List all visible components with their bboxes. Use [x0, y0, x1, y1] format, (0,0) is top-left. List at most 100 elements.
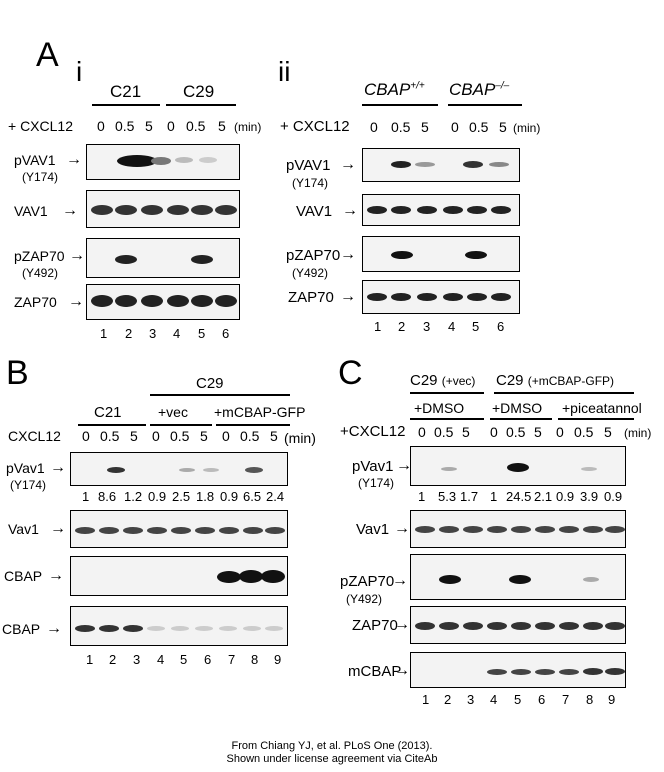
lane-number: 4: [448, 319, 456, 334]
time-label: 5: [534, 424, 542, 440]
a-ii-group-cbap-ko: CBAP–/–: [449, 80, 510, 99]
c-top-group-c29-vec: C29 (+vec): [410, 372, 476, 389]
c-blot-label-mcbap: mCBAP: [348, 663, 402, 680]
a-ii-blot-vav1: [362, 194, 520, 226]
quant-value: 0.9: [556, 489, 575, 504]
time-label: 0: [370, 119, 378, 135]
quant-value: 5.3: [438, 489, 457, 504]
b-blot-label-vav1: Vav1: [8, 521, 39, 537]
arrow-icon: →: [50, 459, 66, 476]
c-blot-zap70: [410, 606, 626, 644]
time-label: 0.5: [574, 424, 594, 440]
arrow-icon: →: [392, 572, 408, 589]
time-label: 5: [218, 118, 226, 134]
arrow-icon: →: [340, 288, 356, 305]
c-group-dmso-1: +DMSO: [414, 400, 465, 416]
a-ii-blot-label-vav1: VAV1: [296, 203, 333, 220]
lane-number: 3: [133, 652, 141, 667]
time-label: 0: [152, 428, 160, 444]
lane-number: 1: [374, 319, 382, 334]
b-top-group: C29: [196, 375, 224, 392]
arrow-icon: →: [394, 520, 410, 537]
a-ii-blot-label-pzap70: pZAP70: [286, 247, 341, 264]
a-i-blot-sub-pzap70: (Y492): [22, 266, 59, 280]
time-label: 5: [462, 424, 470, 440]
c-blot-vav1: [410, 510, 626, 548]
arrow-icon: →: [48, 567, 64, 584]
arrow-icon: →: [50, 520, 66, 537]
time-label: 5: [499, 119, 507, 135]
panel-c-letter: C: [338, 354, 363, 392]
c-group-line-2: [490, 418, 552, 420]
a-i-blot-vav1: [86, 190, 240, 228]
c-cxcl12-label: +CXCL12: [340, 423, 406, 440]
a-i-group-line-c29: [166, 104, 236, 106]
b-blot-vav1: [70, 510, 288, 548]
time-label: 0: [82, 428, 90, 444]
time-label: 0.5: [391, 119, 411, 135]
arrow-icon: →: [62, 202, 78, 219]
lane-number: 6: [204, 652, 212, 667]
panel-a-i-label: i: [76, 56, 83, 87]
b-blot-cbap-1: [70, 556, 288, 596]
c-group-line-3: [558, 418, 634, 420]
a-ii-blot-pzap70: [362, 236, 520, 272]
a-i-cxcl12-label: + CXCL12: [8, 118, 73, 134]
time-label: 0.5: [186, 118, 206, 134]
b-group-mcbap: +mCBAP-GFP: [214, 404, 306, 420]
a-i-blot-label-zap70: ZAP70: [14, 294, 57, 310]
b-blot-pvav1: [70, 452, 288, 486]
quant-value: 1: [418, 489, 426, 504]
c-blot-label-vav1: Vav1: [356, 521, 390, 538]
arrow-icon: →: [66, 151, 82, 168]
a-i-blot-zap70: [86, 284, 240, 320]
quant-value: 0.9: [604, 489, 623, 504]
b-group-line-mcbap: [216, 424, 290, 426]
time-label: 0: [490, 424, 498, 440]
lane-number: 1: [100, 326, 108, 341]
a-i-blot-sub-pvav1: (Y174): [22, 170, 59, 184]
lane-number: 1: [86, 652, 94, 667]
time-unit: (min): [234, 120, 262, 134]
a-ii-group-cbap-wt: CBAP+/+: [364, 80, 425, 99]
lane-number: 8: [586, 692, 594, 707]
time-label: 0: [451, 119, 459, 135]
quant-value: 24.5: [506, 489, 532, 504]
c-blot-label-pzap70: pZAP70: [340, 573, 395, 590]
c-blot-pvav1: [410, 446, 626, 486]
a-ii-cxcl12-label: + CXCL12: [280, 118, 350, 135]
lane-number: 3: [423, 319, 431, 334]
quant-value: 0.9: [220, 489, 239, 504]
lane-number: 9: [274, 652, 282, 667]
c-top-line-vec: [410, 392, 484, 394]
time-label: 5: [130, 428, 138, 444]
arrow-icon: →: [394, 662, 410, 679]
time-label: 0.5: [240, 428, 260, 444]
c-group-line-1: [410, 418, 484, 420]
c-blot-label-zap70: ZAP70: [352, 617, 398, 634]
lane-number: 2: [444, 692, 452, 707]
b-blot-label-cbap-2: CBAP: [2, 621, 41, 637]
lane-number: 3: [149, 326, 157, 341]
b-blot-label-pvav1: pVav1: [6, 460, 45, 476]
time-unit: (min): [284, 430, 316, 446]
quant-value: 6.5: [243, 489, 262, 504]
lane-number: 5: [514, 692, 522, 707]
a-ii-blot-pvav1: [362, 148, 520, 182]
quant-value: 8.6: [98, 489, 117, 504]
b-group-line-vec: [150, 424, 212, 426]
lane-number: 6: [222, 326, 230, 341]
time-label: 0.5: [469, 119, 489, 135]
panel-b-letter: B: [6, 354, 29, 392]
c-blot-sub-pvav1: (Y174): [358, 476, 395, 490]
quant-value: 0.9: [148, 489, 167, 504]
lane-number: 2: [398, 319, 406, 334]
a-ii-blot-label-pvav1: pVAV1: [286, 157, 331, 174]
time-label: 0.5: [434, 424, 454, 440]
a-i-blot-label-pvav1: pVAV1: [14, 152, 56, 168]
a-i-group-line-c21: [92, 104, 160, 106]
arrow-icon: →: [340, 246, 356, 263]
b-blot-sub-pvav1: (Y174): [10, 478, 47, 492]
arrow-icon: →: [69, 247, 85, 264]
lane-number: 4: [157, 652, 165, 667]
